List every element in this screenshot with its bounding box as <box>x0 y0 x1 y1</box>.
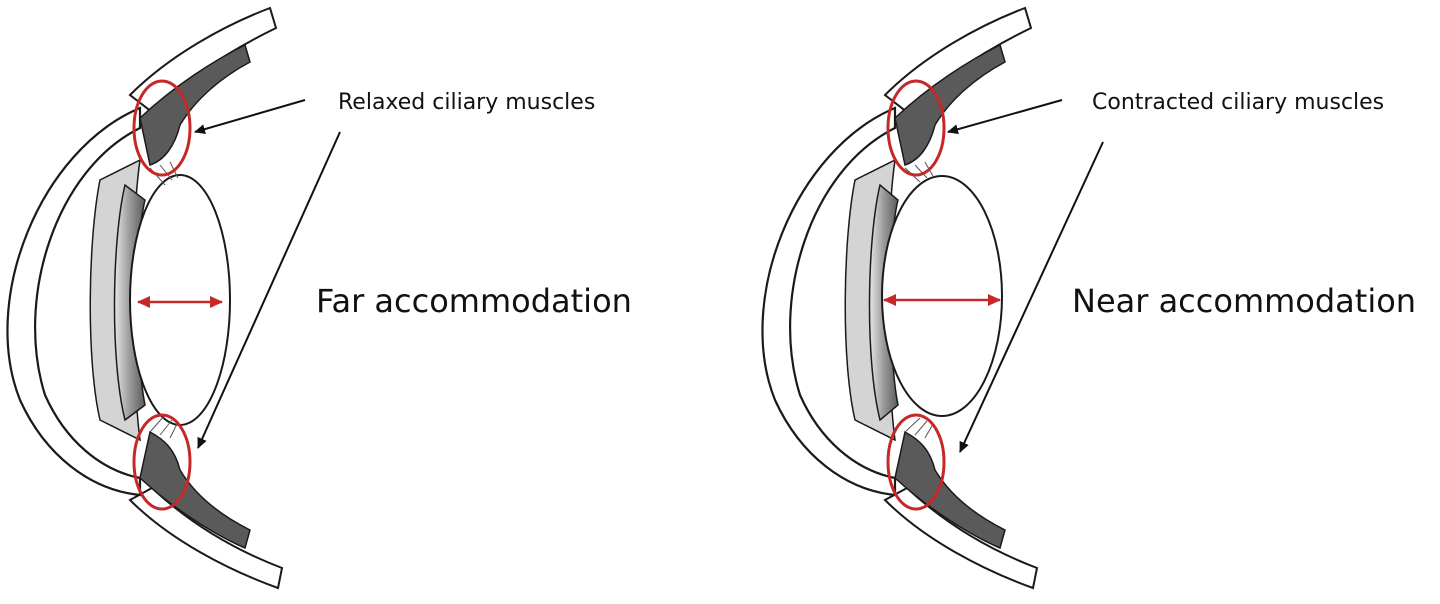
pointer-arrow-top <box>194 99 306 135</box>
ciliary-muscle-highlight-bottom <box>886 413 946 511</box>
pointer-arrow-bottom <box>197 131 341 449</box>
lens <box>881 175 1003 417</box>
relaxed-muscle-label: Relaxed ciliary muscles <box>338 90 596 115</box>
ciliary-muscle-highlight-bottom <box>132 413 192 511</box>
ciliary-body-bottom <box>894 430 1006 550</box>
ciliary-muscle-highlight-top <box>886 79 946 177</box>
ciliary-body-top <box>894 43 1006 166</box>
cornea <box>6 106 142 497</box>
pointer-arrow-bottom <box>959 141 1104 453</box>
sclera-bottom <box>128 486 284 590</box>
lens <box>129 174 231 426</box>
near-accommodation-eye <box>761 6 1104 590</box>
ciliary-body-bottom <box>139 430 251 550</box>
near-accommodation-label: Near accommodation <box>1072 282 1417 320</box>
far-accommodation-eye <box>6 6 341 590</box>
sclera-bottom <box>883 486 1039 590</box>
pointer-arrow-top <box>947 99 1063 135</box>
contracted-muscle-label: Contracted ciliary muscles <box>1092 90 1385 115</box>
ciliary-body-top <box>139 43 251 166</box>
far-accommodation-label: Far accommodation <box>316 282 632 320</box>
ciliary-muscle-highlight-top <box>132 79 192 177</box>
